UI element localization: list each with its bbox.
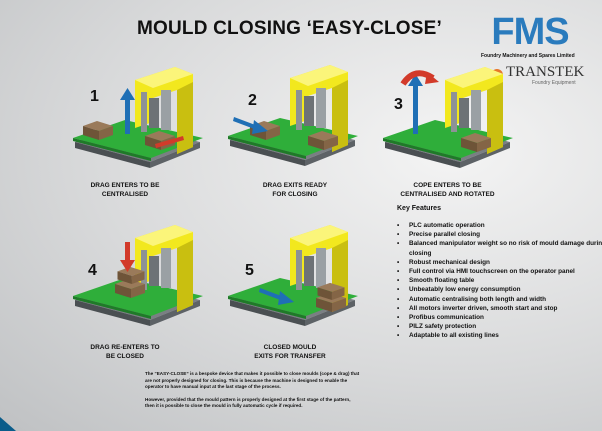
step-1-illustration (65, 62, 205, 177)
key-features-list: PLC automatic operation Precise parallel… (397, 221, 602, 341)
description-paragraph: However, provided that the mould pattern… (145, 396, 351, 409)
transtek-subtitle: Foundry Equipment (532, 80, 576, 86)
description: The “EASY-CLOSE” is a bespoke device tha… (145, 371, 360, 416)
step-1-number: 1 (90, 88, 99, 105)
feature-item: Smooth floating table (397, 276, 602, 285)
corner-decoration (0, 417, 16, 431)
feature-item: Unbeatably low energy consumption (397, 285, 602, 294)
fms-subtitle: Foundry Machinery and Spares Limited (481, 53, 575, 59)
feature-item: Adaptable to all existing lines (397, 331, 602, 340)
step-3-illustration (375, 62, 515, 177)
page-title: MOULD CLOSING ‘EASY-CLOSE’ (137, 18, 442, 39)
transtek-logo: TRANSTEK (506, 64, 585, 80)
step-4-illustration (65, 220, 205, 335)
feature-item: Robust mechanical design (397, 258, 602, 267)
down-arrow-icon (125, 242, 130, 262)
svg-text:FMS: FMS (491, 14, 568, 48)
blue-arrow-icon (259, 288, 284, 301)
red-arrow-icon (155, 136, 184, 148)
step-2-illustration (220, 60, 360, 175)
key-features-title: Key Features (397, 205, 441, 212)
up-arrow-icon (413, 84, 418, 134)
feature-item: Balanced manipulator weight so no risk o… (397, 239, 602, 257)
feature-item: Automatic centralising both length and w… (397, 295, 602, 304)
feature-item: Full control via HMI touchscreen on the … (397, 267, 602, 276)
feature-item: Profibus communication (397, 313, 602, 322)
step-3-number: 3 (394, 96, 403, 113)
blue-arrow-icon (233, 117, 258, 130)
feature-item: Precise parallel closing (397, 230, 602, 239)
step-2-number: 2 (248, 92, 257, 109)
fms-logo: FMS (491, 14, 569, 48)
step-5-number: 5 (245, 262, 254, 279)
feature-item: PILZ safety protection (397, 322, 602, 331)
feature-item: PLC automatic operation (397, 221, 602, 230)
feature-item: All motors inverter driven, smooth start… (397, 304, 602, 313)
up-arrow-icon (125, 98, 130, 134)
step-4-number: 4 (88, 262, 97, 279)
step-5-illustration (220, 220, 360, 335)
description-paragraph: The “EASY-CLOSE” is a bespoke device tha… (145, 371, 360, 390)
